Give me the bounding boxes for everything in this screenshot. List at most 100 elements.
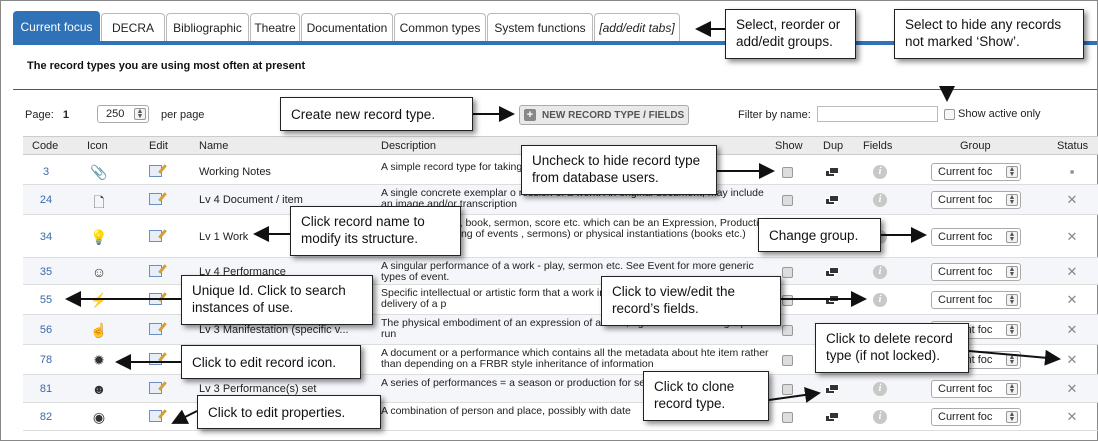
edit-properties-icon[interactable] bbox=[149, 230, 165, 244]
spinner-icon: ▲▼ bbox=[1006, 411, 1018, 423]
delete-icon[interactable]: ✕ bbox=[1066, 352, 1078, 367]
fields-info-icon[interactable]: i bbox=[873, 193, 887, 207]
record-description: A simple record type for taking bbox=[381, 161, 523, 173]
callout-unique-id: Unique Id. Click to search instances of … bbox=[181, 275, 373, 325]
group-select[interactable]: Current foc▲▼ bbox=[931, 380, 1021, 398]
record-name-link[interactable]: Lv 3 Performance(s) set bbox=[199, 383, 317, 395]
show-checkbox[interactable] bbox=[782, 194, 793, 206]
webcam-icon[interactable]: ◉ bbox=[92, 409, 106, 425]
tab-documentation[interactable]: Documentation bbox=[301, 13, 393, 42]
lock-icon[interactable]: ▪ bbox=[1069, 164, 1075, 179]
tab-common-types[interactable]: Common types bbox=[394, 13, 486, 42]
group-select[interactable]: Current foc▲▼ bbox=[931, 163, 1021, 181]
record-code-link[interactable]: 81 bbox=[39, 383, 53, 395]
record-code-link[interactable]: 3 bbox=[42, 166, 50, 178]
delete-icon[interactable]: ✕ bbox=[1066, 322, 1078, 337]
record-code-link[interactable]: 24 bbox=[39, 194, 53, 206]
duplicate-icon[interactable] bbox=[825, 295, 841, 305]
show-checkbox[interactable] bbox=[782, 266, 793, 278]
callout-name: Click record name to modify its structur… bbox=[290, 206, 461, 256]
page-number: 1 bbox=[62, 109, 70, 121]
show-active-toggle[interactable]: Show active only bbox=[944, 108, 1041, 120]
delete-icon[interactable]: ✕ bbox=[1066, 409, 1078, 424]
spinner-icon: ▲▼ bbox=[1006, 231, 1018, 243]
edit-properties-icon[interactable] bbox=[149, 293, 165, 307]
col-show: Show bbox=[775, 140, 803, 152]
delete-icon[interactable]: ✕ bbox=[1066, 229, 1078, 244]
edit-properties-icon[interactable] bbox=[149, 193, 165, 207]
edit-properties-icon[interactable] bbox=[149, 353, 165, 367]
record-code-link[interactable]: 34 bbox=[39, 231, 53, 243]
tab-current-focus[interactable]: Current focus bbox=[13, 11, 100, 42]
delete-icon[interactable]: ✕ bbox=[1066, 264, 1078, 279]
spinner-icon: ▲▼ bbox=[1006, 354, 1018, 366]
show-active-checkbox[interactable] bbox=[944, 108, 955, 120]
record-name-link[interactable]: Lv 3 Manifestation (specific v... bbox=[199, 324, 349, 336]
group-select[interactable]: Current foc▲▼ bbox=[931, 263, 1021, 281]
hand-icon[interactable]: ☝ bbox=[90, 322, 108, 338]
spinner-icon: ▲▼ bbox=[1006, 324, 1018, 336]
new-record-type-button[interactable]: + NEW RECORD TYPE / FIELDS bbox=[519, 105, 689, 125]
show-checkbox[interactable] bbox=[782, 166, 793, 178]
duplicate-icon[interactable] bbox=[825, 412, 841, 422]
record-code-link[interactable]: 82 bbox=[39, 411, 53, 423]
edit-properties-icon[interactable] bbox=[149, 410, 165, 424]
divider bbox=[13, 89, 1097, 90]
theatre-mask-icon[interactable]: ☺ bbox=[91, 264, 107, 280]
show-checkbox[interactable] bbox=[782, 324, 793, 336]
lightning-icon[interactable]: ⚡ bbox=[90, 292, 108, 308]
fields-info-icon[interactable]: i bbox=[873, 265, 887, 279]
tab-bibliographic[interactable]: Bibliographic bbox=[166, 13, 249, 42]
plus-icon: + bbox=[524, 109, 536, 121]
edit-properties-icon[interactable] bbox=[149, 265, 165, 279]
masks-icon[interactable]: ☻ bbox=[91, 381, 107, 397]
show-checkbox[interactable] bbox=[782, 354, 793, 366]
delete-icon[interactable]: ✕ bbox=[1066, 381, 1078, 396]
duplicate-icon[interactable] bbox=[825, 195, 841, 205]
record-name-link[interactable]: Lv 1 Work bbox=[199, 231, 249, 243]
tab-system-functions[interactable]: System functions bbox=[487, 13, 593, 42]
duplicate-icon[interactable] bbox=[825, 267, 841, 277]
record-code-link[interactable]: 55 bbox=[39, 294, 53, 306]
edit-properties-icon[interactable] bbox=[149, 165, 165, 179]
group-select[interactable]: Current foc▲▼ bbox=[931, 408, 1021, 426]
tab-add-edit-tabs[interactable]: [add/edit tabs] bbox=[594, 13, 680, 42]
edit-properties-icon[interactable] bbox=[149, 382, 165, 396]
spinner-icon: ▲▼ bbox=[134, 108, 146, 120]
edit-properties-icon[interactable] bbox=[149, 323, 165, 337]
show-checkbox[interactable] bbox=[782, 411, 793, 423]
group-select[interactable]: Current foc▲▼ bbox=[931, 191, 1021, 209]
show-checkbox[interactable] bbox=[782, 383, 793, 395]
duplicate-icon[interactable] bbox=[825, 167, 841, 177]
delete-icon[interactable]: ✕ bbox=[1066, 292, 1078, 307]
document-icon[interactable]: 🗋 bbox=[93, 194, 105, 210]
per-page-label: per page bbox=[161, 109, 205, 121]
tab-decra[interactable]: DECRA bbox=[101, 13, 165, 42]
col-group: Group bbox=[960, 140, 991, 152]
record-name-link[interactable]: Lv 4 Document / item bbox=[199, 194, 303, 206]
record-description: Specific intellectual or artistic form t… bbox=[381, 287, 736, 310]
page-heading: The record types you are using most ofte… bbox=[27, 60, 306, 72]
fields-info-icon[interactable]: i bbox=[873, 410, 887, 424]
fields-info-icon[interactable]: i bbox=[873, 382, 887, 396]
group-select[interactable]: Current foc▲▼ bbox=[931, 291, 1021, 309]
record-description: concept of a play, book, sermon, score e… bbox=[381, 217, 771, 240]
per-page-select[interactable]: 250 ▲▼ bbox=[97, 105, 149, 123]
delete-icon[interactable]: ✕ bbox=[1066, 192, 1078, 207]
record-name-link[interactable]: Working Notes bbox=[199, 166, 271, 178]
record-code-link[interactable]: 56 bbox=[39, 324, 53, 336]
filter-input[interactable] bbox=[817, 106, 938, 122]
fields-info-icon[interactable]: i bbox=[873, 293, 887, 307]
show-checkbox[interactable] bbox=[782, 294, 793, 306]
duplicate-icon[interactable] bbox=[825, 384, 841, 394]
paperclip-icon[interactable]: 📎 bbox=[90, 164, 108, 180]
group-select[interactable]: Current foc▲▼ bbox=[931, 228, 1021, 246]
lightbulb-icon[interactable]: 💡 bbox=[90, 229, 108, 245]
record-code-link[interactable]: 78 bbox=[39, 354, 53, 366]
fields-info-icon[interactable]: i bbox=[873, 165, 887, 179]
record-code-link[interactable]: 35 bbox=[39, 266, 53, 278]
table-row: 81 ☻ Lv 3 Performance(s) set A series of… bbox=[23, 375, 1098, 403]
tab-theatre[interactable]: Theatre bbox=[250, 13, 300, 42]
sun-icon[interactable]: ✹ bbox=[93, 352, 105, 368]
